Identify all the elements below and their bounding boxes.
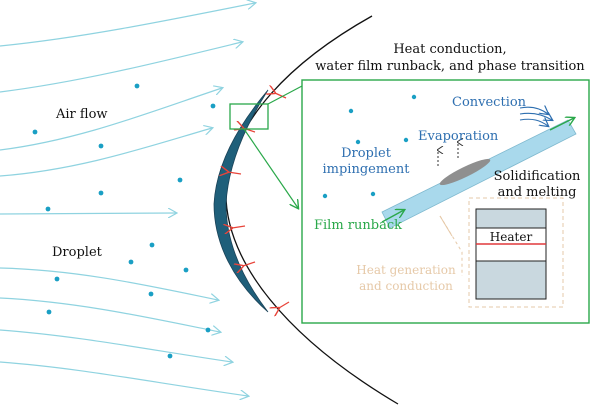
airflow-streamlines xyxy=(0,3,255,396)
convection-arrows xyxy=(519,107,552,126)
streamline xyxy=(0,267,218,300)
evaporation-label: Evaporation xyxy=(418,129,499,144)
heater-top-layer xyxy=(475,208,547,229)
streamline xyxy=(0,88,222,151)
detail-droplets xyxy=(322,94,417,199)
droplet-label: Droplet xyxy=(52,245,103,260)
ice-patch xyxy=(439,158,491,186)
droplet-impingement-label-1: Droplet xyxy=(341,146,392,161)
film-flow-arrow xyxy=(549,118,574,131)
solidification-label-2: and melting xyxy=(498,185,577,200)
zoom-connector-arrow xyxy=(243,128,298,208)
streamline xyxy=(0,329,232,362)
heat-connector-arrow xyxy=(439,215,453,237)
heater-label: Heater xyxy=(490,230,533,244)
heat-generation-label-2: and conduction xyxy=(359,279,453,293)
zoom-source-box xyxy=(229,103,269,130)
streamline xyxy=(0,213,176,214)
ice-layer xyxy=(213,89,269,313)
convection-label: Convection xyxy=(452,95,527,110)
film-runback-arrow xyxy=(381,210,404,223)
heater-inset-frame xyxy=(468,197,564,308)
droplets xyxy=(32,83,216,359)
heat-generation-label-1: Heat generation xyxy=(356,263,456,277)
droplet-impingement-label-2: impingement xyxy=(323,162,411,177)
title-line-1: Heat conduction, xyxy=(393,42,506,57)
film-runback-label: Film runback xyxy=(314,218,402,233)
heater-bottom-layer xyxy=(475,260,547,300)
evaporation-arrows xyxy=(438,142,458,166)
zoom-connector xyxy=(267,85,303,105)
solidification-label-1: Solidification xyxy=(494,169,581,184)
air-flow-label: Air flow xyxy=(55,107,108,122)
streamline xyxy=(0,361,248,396)
title-line-2: water film runback, and phase transition xyxy=(315,59,585,74)
streamline xyxy=(0,128,212,177)
streamline xyxy=(0,297,220,332)
water-film xyxy=(381,119,577,229)
streamline xyxy=(0,42,242,93)
streamline xyxy=(0,3,255,47)
